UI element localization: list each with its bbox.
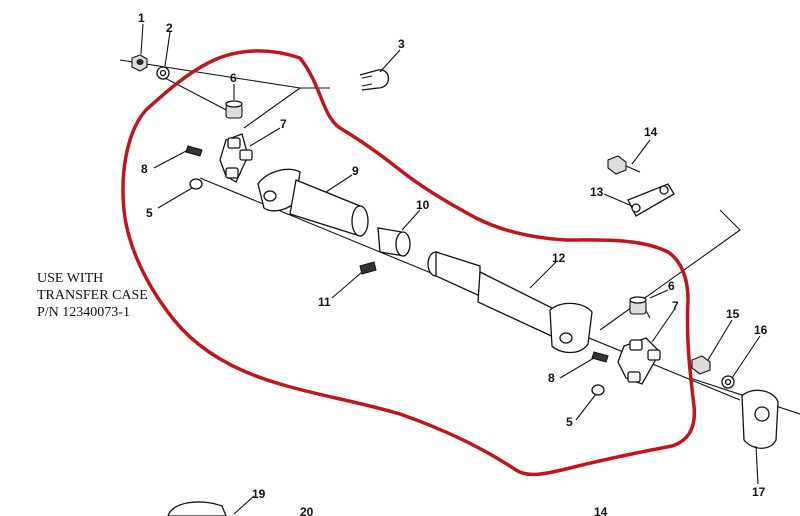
- part-nut-1: [131, 54, 148, 72]
- callout-8-lower: 8: [548, 371, 555, 385]
- part-universal-cross-7-lower: [617, 337, 661, 385]
- highlight-outline: [121, 49, 697, 477]
- callout-9: 9: [352, 164, 359, 178]
- part-snap-ring-5-lower: [591, 384, 605, 396]
- part-splined-shaft-12: [427, 251, 593, 354]
- part-grease-fitting-8-lower: [591, 351, 609, 363]
- callout-16: 16: [754, 323, 768, 337]
- callout-8-top: 8: [141, 162, 148, 176]
- note-line-2: TRANSFER CASE: [37, 288, 148, 303]
- part-u-bolt-3: [359, 69, 390, 91]
- callout-14-bottom: 14: [594, 505, 608, 516]
- callout-17: 17: [752, 485, 766, 499]
- part-washer-16: [721, 375, 735, 389]
- part-snap-ring-5-top: [189, 178, 203, 190]
- callout-10: 10: [416, 198, 430, 212]
- callout-labels: 1 2 3 6 7 8 5 9 10 11 12 14 13 6 7 15 16…: [138, 11, 768, 516]
- callout-11: 11: [318, 295, 331, 309]
- part-bearing-cap-6-top: [225, 100, 243, 119]
- callout-13: 13: [590, 185, 604, 199]
- callout-19: 19: [252, 487, 266, 501]
- part-strap-13: [627, 183, 675, 217]
- part-bolt-14-top: [607, 155, 641, 175]
- callout-2: 2: [166, 21, 173, 35]
- note-line-1: USE WITH: [37, 271, 103, 286]
- part-bearing-cap-6-lower: [629, 296, 647, 315]
- part-bolt-15: [691, 355, 711, 375]
- callout-1: 1: [138, 11, 145, 25]
- part-universal-cross-7-top: [219, 133, 253, 183]
- part-partial-19: [167, 501, 227, 516]
- part-grease-fitting-11: [359, 261, 377, 275]
- callout-15: 15: [726, 307, 740, 321]
- usage-note: USE WITH TRANSFER CASE P/N 12340073-1: [37, 271, 148, 320]
- part-washer-2: [156, 66, 170, 80]
- callout-6-lower: 6: [668, 279, 675, 293]
- callout-14-top: 14: [644, 125, 658, 139]
- callout-20: 20: [300, 505, 314, 516]
- part-grease-fitting-8-top: [185, 145, 203, 157]
- callout-7-lower: 7: [672, 299, 679, 313]
- callout-5-lower: 5: [566, 415, 573, 429]
- callout-3: 3: [398, 37, 405, 51]
- part-slip-yoke-9: [257, 168, 369, 237]
- callout-6-top: 6: [230, 71, 237, 85]
- note-line-3: P/N 12340073-1: [37, 305, 130, 320]
- part-flange-yoke-17: [741, 389, 779, 449]
- part-dust-cap-10: [377, 227, 411, 257]
- callout-7-top: 7: [280, 117, 287, 131]
- callout-5-top: 5: [146, 206, 153, 220]
- leader-lines: [140, 23, 761, 515]
- callout-12: 12: [552, 251, 566, 265]
